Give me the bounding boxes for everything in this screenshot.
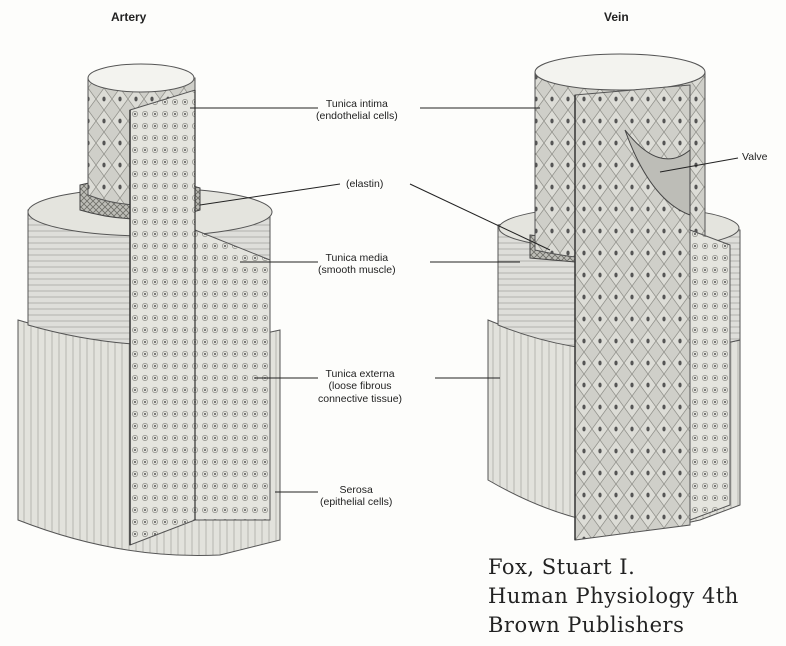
label-tunica-media-name: Tunica media [318,252,396,264]
credit-author: Fox, Stuart I. [488,555,635,579]
label-serosa-name: Serosa [320,484,392,496]
label-valve: Valve [742,151,768,163]
label-serosa: Serosa (epithelial cells) [320,484,392,509]
label-elastin: (elastin) [346,178,383,190]
vein-title: Vein [604,10,629,24]
credit-title: Human Physiology 4th [488,584,739,608]
label-tunica-media: Tunica media (smooth muscle) [318,252,396,277]
label-tunica-media-detail: (smooth muscle) [318,264,396,276]
label-tunica-intima: Tunica intima (endothelial cells) [316,98,398,123]
label-tunica-externa: Tunica externa (loose fibrous connective… [318,368,402,405]
artery-title: Artery [111,10,146,24]
label-tunica-intima-detail: (endothelial cells) [316,110,398,122]
artery-drawing [18,64,280,556]
label-serosa-detail: (epithelial cells) [320,496,392,508]
vein-drawing [488,54,740,540]
label-tunica-intima-name: Tunica intima [316,98,398,110]
label-tunica-externa-name: Tunica externa [318,368,402,380]
credit-publisher: Brown Publishers [488,613,684,637]
label-tunica-externa-detail-1: (loose fibrous [318,380,402,392]
label-tunica-externa-detail-2: connective tissue) [318,393,402,405]
